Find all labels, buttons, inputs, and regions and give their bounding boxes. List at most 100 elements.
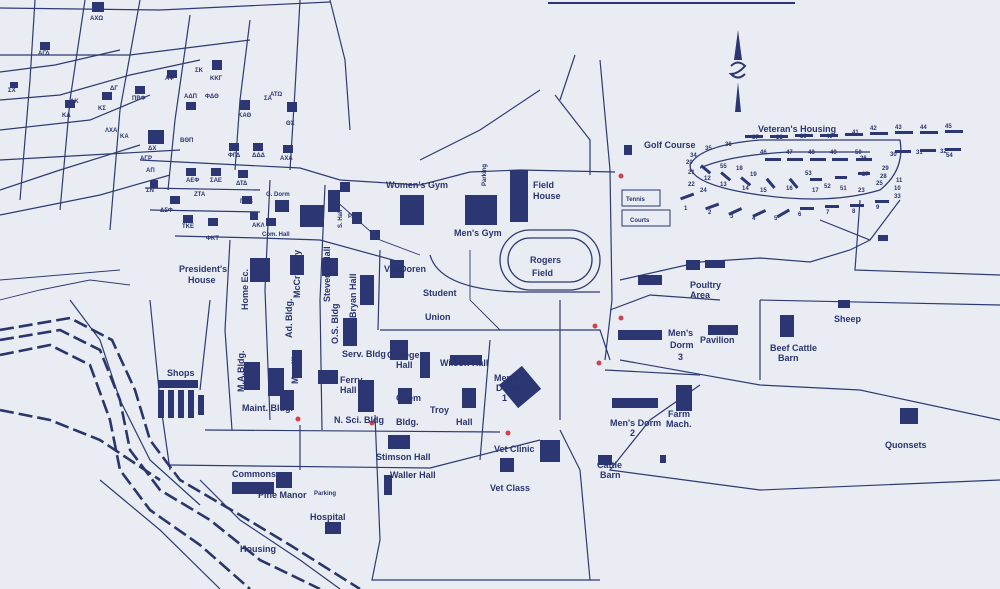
greek-label: ΦΔΘ bbox=[205, 94, 219, 100]
label-mccroskey: McCroskey bbox=[292, 250, 302, 298]
label-waller-hall: Waller Hall bbox=[390, 470, 436, 480]
greek-label: ΒΘΠ bbox=[180, 138, 193, 144]
label-morrill: Morrill bbox=[290, 356, 300, 384]
label-bryan-hall: Bryan Hall bbox=[348, 273, 358, 318]
label-mens-dorm3-3: 3 bbox=[678, 352, 683, 362]
label-wilson-hall: Wilson Hall bbox=[440, 358, 488, 368]
greek-label: ΚΣ bbox=[98, 106, 106, 112]
greek-label: ΑΧΑ bbox=[280, 156, 293, 162]
label-student-union-2: Union bbox=[425, 312, 451, 322]
railway bbox=[0, 316, 361, 589]
greek-label: ΑΓΡ bbox=[140, 156, 152, 162]
housing-number: 31 bbox=[916, 150, 923, 156]
greek-label: ΦΚΤ bbox=[206, 236, 219, 242]
label-beef-cattle-2: Barn bbox=[778, 353, 799, 363]
greek-label: ΚΚΓ bbox=[210, 76, 223, 82]
housing-number: 6 bbox=[798, 212, 802, 218]
label-n-sci-bldg: N. Sci. Bldg bbox=[334, 415, 384, 425]
label-farm-mach-1: Farm bbox=[668, 409, 690, 419]
label-presidents-2: House bbox=[188, 275, 216, 285]
housing-number: 36 bbox=[725, 142, 732, 148]
housing-number: 48 bbox=[808, 150, 815, 156]
label-po: P.O. bbox=[348, 214, 360, 220]
housing-number: 54 bbox=[946, 153, 953, 159]
greek-label: ΚΑΘ bbox=[238, 113, 252, 119]
housing-number: 24 bbox=[700, 188, 707, 194]
housing-number: 34 bbox=[690, 153, 697, 159]
housing-number: 9 bbox=[876, 205, 880, 211]
greek-label: ΚΑ bbox=[120, 134, 129, 140]
housing-number: 28 bbox=[880, 174, 887, 180]
housing-number: 41 bbox=[852, 130, 859, 136]
housing-numbers: 20 21 22 23 24 25 26 27 28 29 30 31 32 3… bbox=[684, 124, 953, 222]
housing-number: 32 bbox=[940, 149, 947, 155]
housing-number: 46 bbox=[760, 150, 767, 156]
housing-number: 38 bbox=[776, 135, 783, 141]
label-mens-gym: Men's Gym bbox=[454, 228, 502, 238]
greek-label: ΔΔΔ bbox=[252, 153, 266, 159]
label-cattle-barn-1: Cattle bbox=[597, 460, 622, 470]
label-mens-dorm1-3: 1 bbox=[502, 393, 507, 403]
housing-number: 5 bbox=[774, 216, 778, 222]
label-stevens-hall: Steven's Hall bbox=[322, 246, 332, 302]
label-rogers-1: Rogers bbox=[530, 255, 561, 265]
housing-number: 11 bbox=[896, 178, 903, 184]
greek-label: ΓΦΒ bbox=[240, 199, 254, 205]
label-mens-dorm3-2: Dorm bbox=[670, 340, 694, 350]
label-mens-dorm1-1: Men's bbox=[494, 373, 519, 383]
greek-label: ΛΧΑ bbox=[105, 128, 118, 134]
label-maint-bldg: Maint. Bldg. bbox=[242, 403, 293, 413]
housing-number: 25 bbox=[876, 181, 883, 187]
housing-number: 12 bbox=[704, 176, 711, 182]
label-womens-gym: Women's Gym bbox=[386, 180, 448, 190]
housing-number: 55 bbox=[720, 164, 727, 170]
label-chem-1: Chem bbox=[396, 393, 421, 403]
greek-label: ΔΤΔ bbox=[236, 181, 248, 187]
housing-number: 27 bbox=[862, 172, 869, 178]
label-courts: Courts bbox=[630, 218, 650, 224]
housing-number: 39 bbox=[800, 134, 807, 140]
housing-number: 14 bbox=[742, 186, 749, 192]
housing-number: 23 bbox=[858, 188, 865, 194]
housing-number: 37 bbox=[752, 135, 759, 141]
label-s-hall: S. Hall bbox=[338, 209, 344, 228]
housing-number: 10 bbox=[894, 186, 901, 192]
housing-number: 22 bbox=[688, 182, 695, 188]
label-college-hall-1: College bbox=[387, 350, 420, 360]
label-com-hall: Com. Hall bbox=[262, 232, 290, 238]
label-home-ec: Home Ec. bbox=[240, 269, 250, 310]
label-commons: Commons bbox=[232, 469, 276, 479]
greek-label: ΣΝ bbox=[146, 188, 154, 194]
label-presidents-1: President's bbox=[179, 264, 227, 274]
label-ferry-hall-2: Hall bbox=[340, 385, 357, 395]
greek-label: ΔΧ bbox=[148, 146, 156, 152]
label-shops: Shops bbox=[167, 368, 195, 378]
housing-number: 26 bbox=[860, 156, 867, 162]
label-ferry-hall-1: Ferry bbox=[340, 375, 363, 385]
label-troy-hall-1: Troy bbox=[430, 405, 449, 415]
housing-number: 52 bbox=[824, 184, 831, 190]
housing-number: 30 bbox=[890, 152, 897, 158]
greek-label: ΑΦ bbox=[165, 76, 174, 82]
greek-label: ΑΚΛ bbox=[252, 223, 265, 229]
label-vet-clinic: Vet Clinic bbox=[494, 444, 535, 454]
housing-number: 3 bbox=[730, 214, 734, 220]
label-van-doren: VanDoren bbox=[384, 264, 426, 274]
north-arrow-icon bbox=[728, 30, 747, 112]
greek-label: ΣΚ bbox=[195, 68, 204, 74]
greek-label: ΑΓΔ bbox=[38, 51, 50, 57]
housing-number: 13 bbox=[720, 182, 727, 188]
label-quonsets: Quonsets bbox=[885, 440, 927, 450]
housing-number: 19 bbox=[750, 172, 757, 178]
label-troy-hall-2: Hall bbox=[456, 417, 473, 427]
label-mens-dorm2-2: 2 bbox=[630, 428, 635, 438]
housing-number: 43 bbox=[895, 125, 902, 131]
housing-number: 21 bbox=[688, 170, 695, 176]
map-labels: Golf Course Veteran's Housing Tennis Cou… bbox=[167, 124, 927, 554]
label-housing: Housing bbox=[240, 544, 276, 554]
label-parking-top: Parking bbox=[482, 164, 488, 186]
label-mens-dorm3-1: Men's bbox=[668, 328, 693, 338]
veterans-housing-loop bbox=[621, 139, 902, 227]
greek-label: ΔΣΦ bbox=[160, 208, 173, 214]
label-ma-bldg: M.A.Bldg. bbox=[236, 351, 246, 393]
